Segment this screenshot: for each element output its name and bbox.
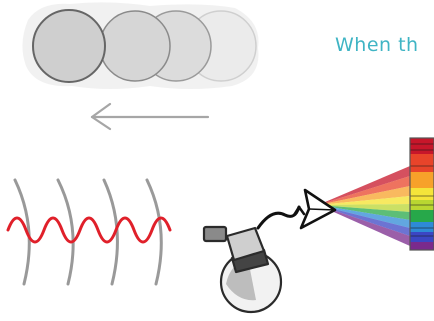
- moving-balls-icon: [22, 2, 259, 89]
- ghost-ball: [99, 10, 171, 82]
- bulb-socket: [202, 225, 228, 243]
- bulb-base: [225, 226, 266, 262]
- light-bulb-icon: [202, 225, 283, 314]
- prism-icon: [299, 188, 337, 230]
- dispersed-beam: [318, 166, 410, 246]
- beam-arrowhead: [292, 205, 306, 217]
- beam-arrow: [256, 205, 301, 230]
- left-arrow-icon: [90, 102, 210, 131]
- color-spectrum-icon: [409, 137, 434, 251]
- sine-wave-icon: [6, 178, 172, 286]
- caption-text: When th: [335, 34, 419, 56]
- ball: [32, 9, 106, 83]
- wave-line: [6, 216, 172, 244]
